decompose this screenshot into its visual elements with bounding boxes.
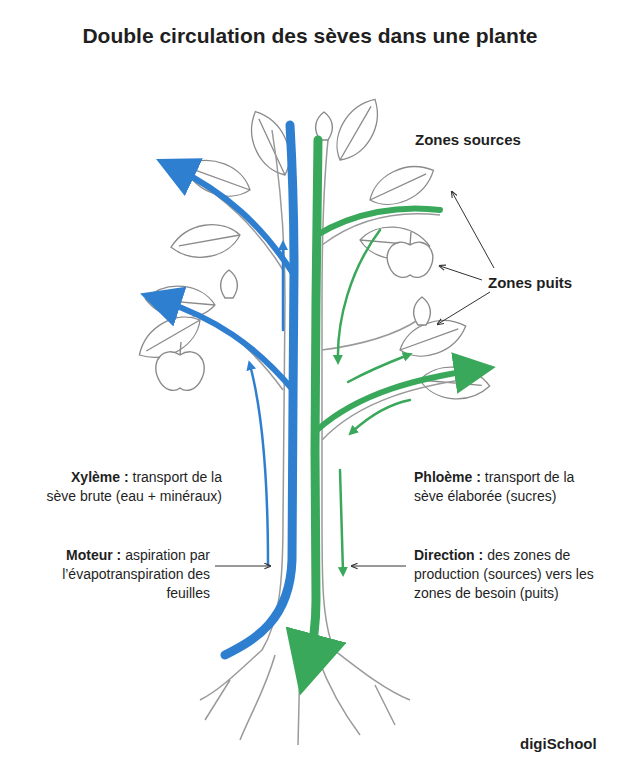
direction-note: Direction : des zones de production (sou… [414, 546, 610, 603]
zone-label: Zones sources [415, 130, 521, 149]
note-term: Direction : [414, 547, 483, 563]
leader-lines [215, 192, 494, 566]
note-term: Moteur : [66, 547, 121, 563]
watermark: digiSchool [520, 734, 597, 753]
phloem-note: Phloème : transport de la sève élaborée … [414, 468, 584, 506]
tree-outline [160, 130, 475, 745]
note-term: Phloème : [414, 469, 481, 485]
title: Double circulation des sèves dans une pl… [0, 22, 620, 50]
zone-label: Zones puits [488, 273, 572, 292]
motor-note: Moteur : aspiration par l’évapotranspira… [30, 546, 210, 603]
note-term: Xylème : [71, 469, 129, 485]
xylem-note: Xylème : transport de la sève brute (eau… [40, 468, 222, 506]
